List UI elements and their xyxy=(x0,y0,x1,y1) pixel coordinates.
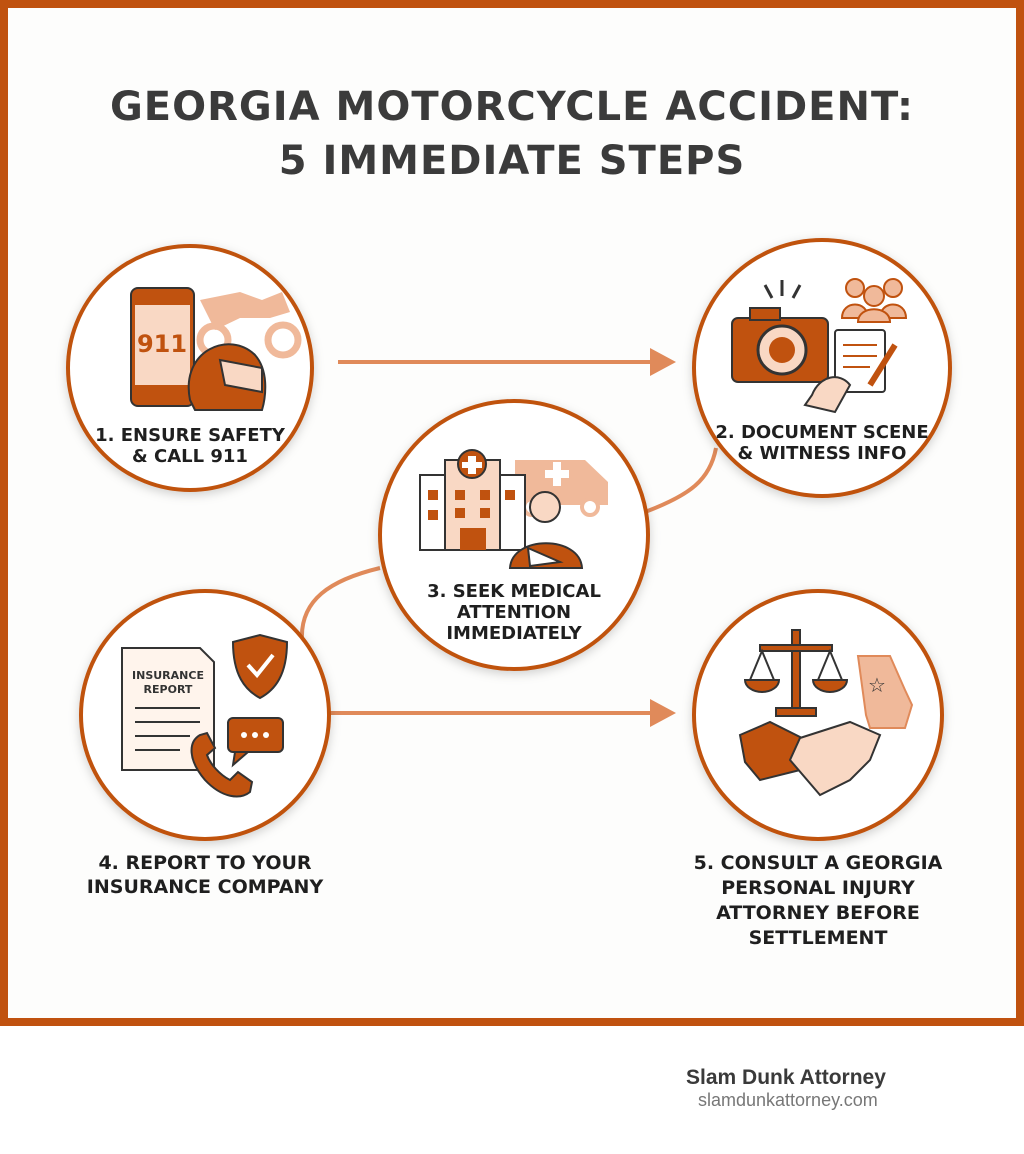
footer-brand: Slam Dunk Attorney xyxy=(686,1066,886,1089)
footer-url[interactable]: slamdunkattorney.com xyxy=(698,1090,878,1110)
step-5-line-1: 5. CONSULT A GEORGIA xyxy=(693,852,943,874)
step-5-line-3: ATTORNEY BEFORE xyxy=(716,902,920,924)
hospital-icon xyxy=(419,449,526,551)
step-2-line-1: 2. DOCUMENT SCENE xyxy=(715,422,929,443)
diagram: 911 INSURAN xyxy=(66,238,952,841)
chat-icon xyxy=(227,717,284,768)
insurance-report-icon: INSURANCE REPORT xyxy=(121,647,215,771)
witnesses-icon xyxy=(840,278,908,323)
step-5-label: 5. CONSULT A GEORGIA PERSONAL INJURY ATT… xyxy=(668,851,968,951)
notepad-icon xyxy=(803,329,898,414)
step-1-line-1: 1. ENSURE SAFETY xyxy=(95,425,285,446)
scales-of-justice-icon xyxy=(743,629,849,717)
connector-3-to-2 xyxy=(644,447,718,514)
injured-person-icon xyxy=(508,491,584,569)
step-3-line-3: IMMEDIATELY xyxy=(446,623,582,644)
phone-handset-icon xyxy=(190,731,254,798)
helmet-icon xyxy=(187,343,267,411)
step-5-circle xyxy=(692,589,944,841)
step-3-line-2: ATTENTION xyxy=(456,602,572,623)
camera-icon xyxy=(731,280,829,383)
handshake-icon xyxy=(738,720,882,797)
connector-3-to-4 xyxy=(299,566,381,641)
title-line-2: 5 IMMEDIATE STEPS xyxy=(278,138,746,184)
step-3-label: 3. SEEK MEDICAL ATTENTION IMMEDIATELY xyxy=(414,581,614,644)
step-4-line-2: INSURANCE COMPANY xyxy=(86,876,324,898)
svg-text:REPORT: REPORT xyxy=(144,683,193,696)
step-2-label: 2. DOCUMENT SCENE & WITNESS INFO xyxy=(712,422,932,464)
step-4-label: 4. REPORT TO YOUR INSURANCE COMPANY xyxy=(60,851,350,899)
step-5-line-2: PERSONAL INJURY xyxy=(721,877,915,899)
star-icon: ☆ xyxy=(868,673,886,697)
step-2-line-2: & WITNESS INFO xyxy=(737,443,907,464)
motorcycle-icon xyxy=(196,292,302,359)
svg-text:911: 911 xyxy=(137,330,187,358)
svg-text:INSURANCE: INSURANCE xyxy=(132,669,204,682)
arrowhead-2 xyxy=(650,348,676,376)
georgia-map-icon xyxy=(856,655,914,729)
shield-check-icon xyxy=(231,633,289,700)
title-line-1: GEORGIA MOTORCYCLE ACCIDENT: xyxy=(109,84,915,130)
step-1-line-2: & CALL 911 xyxy=(132,446,248,467)
arrowhead-5 xyxy=(650,699,676,727)
phone-911-icon: 911 xyxy=(130,287,195,407)
step-3-line-1: 3. SEEK MEDICAL xyxy=(427,581,601,602)
step-4-line-1: 4. REPORT TO YOUR xyxy=(98,852,312,874)
step-5-line-4: SETTLEMENT xyxy=(748,927,888,949)
step-1-label: 1. ENSURE SAFETY & CALL 911 xyxy=(90,425,290,467)
